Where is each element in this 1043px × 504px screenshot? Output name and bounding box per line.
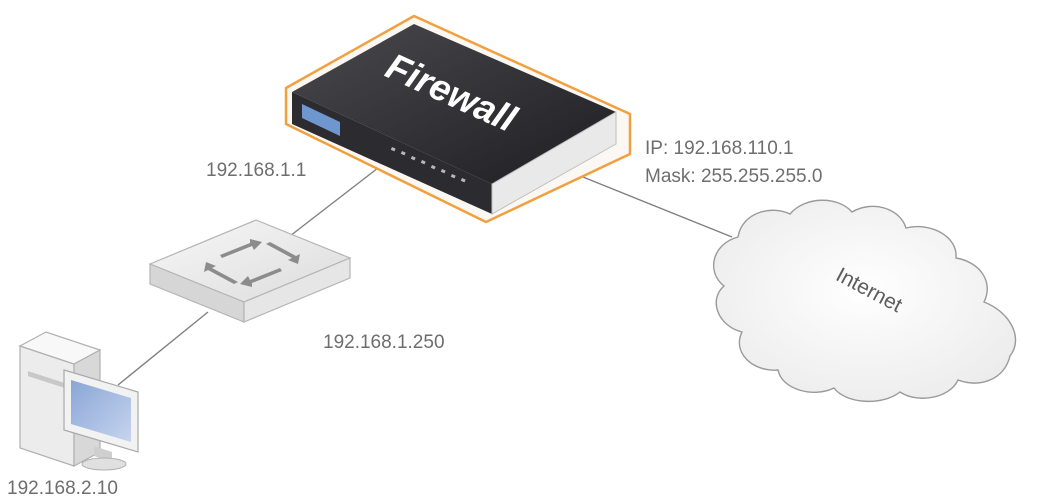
firewall-wan-mask-label: Mask: 255.255.255.0 bbox=[645, 166, 823, 187]
firewall-wan-ip-label: IP: 192.168.110.1 bbox=[645, 138, 794, 159]
cloud-shape bbox=[713, 199, 1017, 403]
switch-device bbox=[148, 219, 352, 323]
switch-side bbox=[243, 257, 351, 323]
pc-ip-label: 192.168.2.10 bbox=[7, 478, 118, 499]
pc-monitor-screen bbox=[71, 380, 131, 442]
firewall-front bbox=[292, 92, 492, 214]
switch-arrows-icon bbox=[204, 239, 300, 287]
internet-cloud: Internet bbox=[713, 199, 1017, 403]
firewall-display-panel bbox=[302, 104, 340, 136]
firewall-lan-ip-label: 192.168.1.1 bbox=[206, 160, 307, 181]
pc-drive-bay bbox=[28, 371, 64, 388]
firewall-side bbox=[491, 111, 617, 215]
pc-device bbox=[18, 331, 139, 471]
pc-monitor-base bbox=[81, 457, 127, 471]
switch-ip-label: 192.168.1.250 bbox=[323, 332, 445, 353]
firewall-port-leds bbox=[390, 147, 466, 183]
firewall-device: Firewall bbox=[284, 14, 632, 224]
link-switch-pc bbox=[117, 311, 209, 386]
firewall-top bbox=[292, 24, 616, 184]
link-firewall-internet bbox=[577, 174, 733, 238]
